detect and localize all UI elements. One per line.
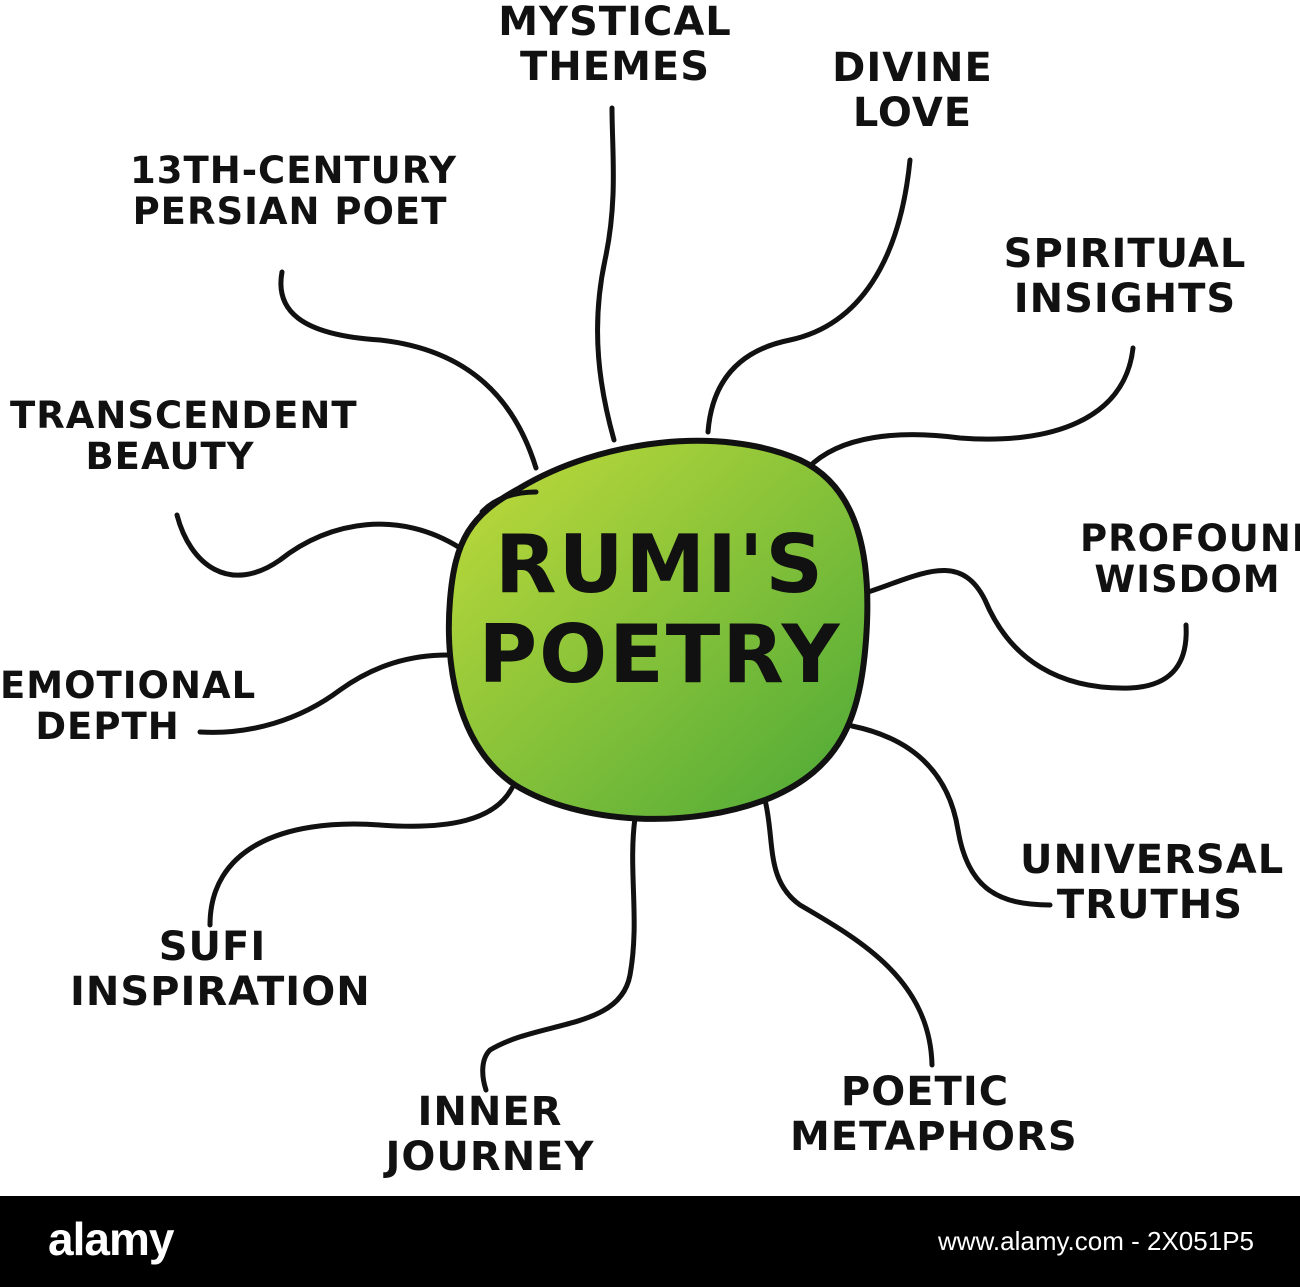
- branch-label-universal-truths: UNIVERSAL TRUTHS: [1020, 837, 1285, 928]
- branch-label-mystical-themes: MYSTICAL THEMES: [498, 0, 732, 90]
- branch-label-persian-poet: 13TH-CENTURY PERSIAN POET: [130, 149, 457, 234]
- branch-label-emotional-depth: EMOTIONAL DEPTH: [0, 664, 257, 749]
- central-blob-highlight-stroke: [479, 489, 539, 515]
- branch-label-poetic-metaphors: POETIC METAPHORS: [790, 1069, 1078, 1160]
- alamy-logo: alamy: [48, 1213, 174, 1265]
- connector-spiritual-insights: [805, 345, 1136, 471]
- connector-emotional-depth: [197, 652, 451, 735]
- branch-label-divine-love: DIVINE LOVE: [832, 45, 993, 136]
- connector-divine-love: [705, 157, 913, 435]
- image-id-text: www.alamy.com - 2X051P5: [938, 1226, 1254, 1256]
- branch-label-transcendent-beauty: TRANSCENDENT BEAUTY: [10, 394, 358, 479]
- branch-label-sufi-inspiration: SUFI INSPIRATION: [70, 924, 371, 1015]
- mind-map: RUMI'S POETRY MYSTICAL THEMES DIVINE LOV…: [0, 0, 1300, 1180]
- central-topic-line1: RUMI'S: [494, 518, 826, 611]
- connector-mystical-themes: [595, 105, 617, 443]
- branch-label-spiritual-insights: SPIRITUAL INSIGHTS: [1003, 231, 1247, 322]
- stock-footer-bar: alamy www.alamy.com - 2X051P5: [0, 1196, 1300, 1287]
- connector-persian-poet: [278, 269, 539, 471]
- mind-map-canvas: [174, 105, 1189, 1093]
- central-topic-line2: POETRY: [478, 607, 842, 701]
- central-blob: [445, 437, 871, 822]
- connector-poetic-metaphors: [762, 797, 935, 1068]
- connector-sufi-inspiration: [207, 785, 515, 928]
- connector-inner-journey: [480, 815, 638, 1093]
- connector-lines: [174, 105, 1189, 1093]
- connector-transcendent-beauty: [174, 512, 463, 578]
- branch-label-profound-wisdom: PROFOUND WISDOM: [1080, 517, 1300, 602]
- connector-universal-truths: [849, 723, 1053, 908]
- connector-profound-wisdom: [865, 568, 1189, 691]
- central-topic: RUMI'S POETRY: [455, 520, 865, 699]
- branch-label-inner-journey: INNER JOURNEY: [385, 1089, 595, 1180]
